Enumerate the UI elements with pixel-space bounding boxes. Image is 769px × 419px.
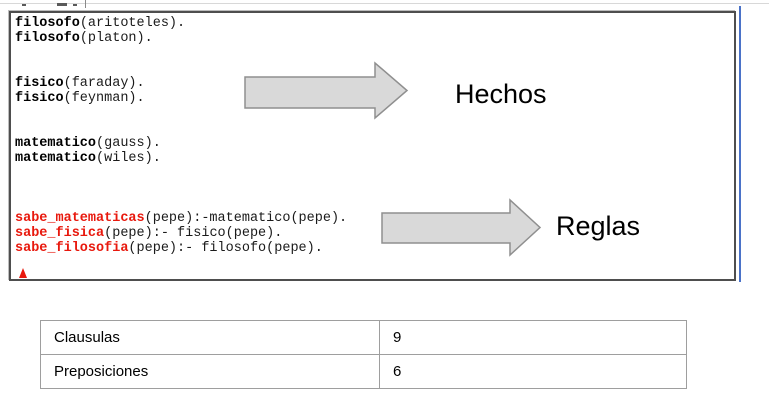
code-text: (pepe):-matematico(pepe). <box>144 211 348 226</box>
code-text: (platon). <box>79 31 153 46</box>
predicate-name: matematico <box>15 151 97 166</box>
code-line: filosofo(platon). <box>15 31 732 46</box>
predicate-name: sabe_filosofia <box>15 241 129 256</box>
hechos-label: Hechos <box>455 79 547 109</box>
table-label-cell: Preposiciones <box>40 354 380 389</box>
code-line: sabe_fisica(pepe):- fisico(pepe). <box>15 226 732 241</box>
code-line: sabe_matematicas(pepe):-matematico(pepe)… <box>15 211 732 226</box>
reglas-label: Reglas <box>556 211 641 241</box>
code-area[interactable]: filosofo(aritoteles).filosofo(platon). f… <box>15 16 732 256</box>
code-text: (wiles). <box>96 151 161 166</box>
predicate-name: fisico <box>15 91 64 106</box>
focus-border-line <box>739 6 741 282</box>
code-line: fisico(feynman). <box>15 91 732 106</box>
clipped-text-fragment <box>73 4 77 6</box>
predicate-name: sabe_matematicas <box>15 211 145 226</box>
predicate-name: sabe_fisica <box>15 226 105 241</box>
cursor-marker-icon <box>19 268 27 278</box>
code-line: matematico(gauss). <box>15 136 732 151</box>
predicate-name: filosofo <box>15 31 80 46</box>
code-line <box>15 166 732 181</box>
table-value-cell: 6 <box>379 354 687 389</box>
code-text: (feynman). <box>63 91 145 106</box>
code-line: filosofo(aritoteles). <box>15 16 732 31</box>
code-line <box>15 181 732 196</box>
code-text: (faraday). <box>63 76 145 91</box>
prolog-editor-panel[interactable]: filosofo(aritoteles).filosofo(platon). f… <box>9 11 736 281</box>
clipped-text-fragment <box>22 4 26 6</box>
predicate-name: matematico <box>15 136 97 151</box>
code-line <box>15 196 732 211</box>
reglas-arrow-icon <box>381 198 542 257</box>
code-line: matematico(wiles). <box>15 151 732 166</box>
table-label-cell: Clausulas <box>40 320 380 355</box>
clipped-text-fragment <box>85 0 86 8</box>
code-text: (pepe):- fisico(pepe). <box>104 226 283 241</box>
code-text: (pepe):- filosofo(pepe). <box>128 241 323 256</box>
table-value-cell: 9 <box>379 320 687 355</box>
code-line <box>15 46 732 61</box>
hechos-arrow-icon <box>244 61 409 120</box>
predicate-name: filosofo <box>15 16 80 31</box>
clipped-text-fragment <box>57 3 67 6</box>
top-divider-line <box>0 3 769 4</box>
code-line: fisico(faraday). <box>15 76 732 91</box>
code-line: sabe_filosofia(pepe):- filosofo(pepe). <box>15 241 732 256</box>
code-text: (gauss). <box>96 136 161 151</box>
predicate-name: fisico <box>15 76 64 91</box>
code-line <box>15 121 732 136</box>
code-text: (aritoteles). <box>79 16 186 31</box>
